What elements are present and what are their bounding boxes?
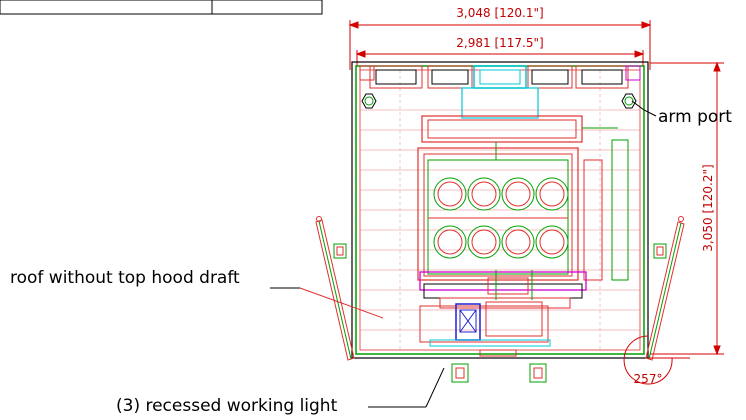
title-block-fragment xyxy=(0,0,323,15)
callout-roof xyxy=(270,287,384,319)
depth-label: 3,050 [120.2"] xyxy=(701,164,715,251)
dimension-depth xyxy=(650,61,724,356)
left-door xyxy=(315,216,355,361)
door-angle-arc xyxy=(623,335,690,385)
arm-port-right xyxy=(621,93,637,109)
roof-callout: roof without top hood draft xyxy=(10,268,240,288)
top-fixtures xyxy=(359,65,641,119)
arm-port-left xyxy=(361,93,377,109)
callout-arm-port xyxy=(631,100,657,117)
dimension-inner-width xyxy=(355,50,645,66)
working-lights xyxy=(451,349,547,383)
wall-units xyxy=(333,243,667,259)
lower-work-zone xyxy=(419,301,551,347)
lights-callout: (3) recessed working light xyxy=(116,396,338,416)
upper-bench xyxy=(421,115,618,160)
right-door xyxy=(645,216,685,361)
roof-panels xyxy=(360,70,640,350)
lower-bench xyxy=(419,270,587,309)
vessel-module xyxy=(417,147,579,281)
arm-port-callout: arm port xyxy=(658,107,732,127)
right-column xyxy=(583,139,629,281)
inner-width-label: 2,981 [117.5"] xyxy=(456,36,543,50)
door-angle-label: 257° xyxy=(634,372,663,386)
callout-lights xyxy=(368,367,445,408)
overall-width-label: 3,048 [120.1"] xyxy=(456,6,543,20)
dimension-overall-width xyxy=(348,20,652,70)
